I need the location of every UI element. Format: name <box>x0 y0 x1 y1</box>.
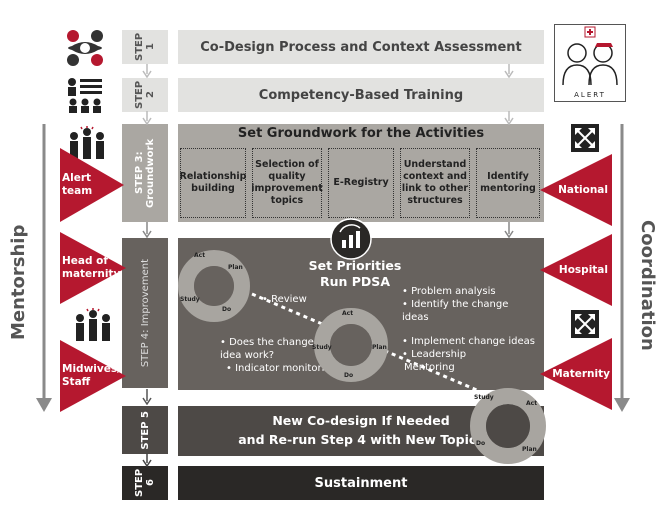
step3-panel: Set Groundwork for the Activities Relati… <box>178 124 544 222</box>
pdsa-cycle: Act Plan Do Study <box>174 246 254 326</box>
team-group-icon <box>70 126 104 159</box>
step3-title: Set Groundwork for the Activities <box>237 126 485 141</box>
groundwork-item: Selection of quality improvement topics <box>251 148 323 218</box>
note-indicator: • Indicator monitoring <box>226 363 338 374</box>
step3-label: STEP 3: Groundwork <box>122 124 168 222</box>
groundwork-item: E-Registry <box>328 148 394 218</box>
note-leadership: • Leadership <box>402 349 467 360</box>
expand-arrows-icon-2 <box>571 310 599 338</box>
down-arrow-icon <box>504 111 514 125</box>
logo-text: ALERT <box>574 91 606 99</box>
cycle-arrows-icon <box>178 250 250 322</box>
note-problem: • Problem analysis <box>402 286 496 297</box>
alert-logo: ALERT <box>554 24 626 102</box>
groundwork-item: Identify mentoring <box>476 148 540 218</box>
down-arrow-icon <box>142 453 152 467</box>
groundwork-item: Understand context and link to other str… <box>400 148 470 218</box>
mentorship-label: Mentorship <box>8 224 29 340</box>
expand-arrows-icon <box>571 124 599 152</box>
role-national: National <box>540 154 612 226</box>
pdsa-cycle: Study Act Do Plan <box>466 384 550 468</box>
down-arrow-icon <box>142 111 152 125</box>
step2-title: Competency-Based Training <box>178 78 544 112</box>
step1-label: STEP 1 <box>122 30 168 64</box>
cycle-arrows-icon <box>470 388 546 464</box>
mentorship-arrow <box>36 124 52 412</box>
step2-label: STEP 2 <box>122 78 168 112</box>
nurses-icon <box>562 26 618 86</box>
team-group-icon-2 <box>76 308 110 341</box>
step1-title: Co-Design Process and Context Assessment <box>178 30 544 64</box>
step4-title: Set Priorities Run PDSA <box>308 258 402 289</box>
note-change-idea: • Does the change idea work? <box>220 337 314 361</box>
network-people-icon <box>67 30 103 66</box>
training-class-icon <box>68 78 102 113</box>
note-identify: • Identify the change ideas <box>402 299 509 323</box>
step6-title: Sustainment <box>178 466 544 500</box>
role-midwives-staff: Midwives/ Staff <box>60 340 126 412</box>
dotted-path <box>251 292 487 396</box>
down-arrow-icon <box>142 222 152 238</box>
note-mentoring: Mentoring <box>404 362 455 373</box>
groundwork-item: Relationship building <box>180 148 247 218</box>
pdsa-chart-icon <box>330 218 372 260</box>
down-arrow-icon <box>142 64 152 78</box>
cycle-arrows-icon <box>314 308 388 382</box>
coordination-label: Coordination <box>637 220 658 351</box>
down-arrow-icon <box>142 389 152 405</box>
step5-label: STEP 5 <box>122 406 168 454</box>
coordination-arrow <box>614 124 630 412</box>
role-maternity: Maternity <box>540 338 612 410</box>
pdsa-cycle: Act Plan Do Study <box>310 304 392 386</box>
note-review: • Review <box>262 294 307 305</box>
down-arrow-icon <box>504 222 514 238</box>
step4-label: STEP 4: Improvement <box>122 238 168 388</box>
down-arrow-icon <box>504 64 514 78</box>
role-hospital: Hospital <box>540 234 612 306</box>
role-head-of-maternity: Head of maternity <box>60 232 126 304</box>
step6-label: STEP 6 <box>122 466 168 500</box>
note-implement: • Implement change ideas <box>402 336 535 347</box>
